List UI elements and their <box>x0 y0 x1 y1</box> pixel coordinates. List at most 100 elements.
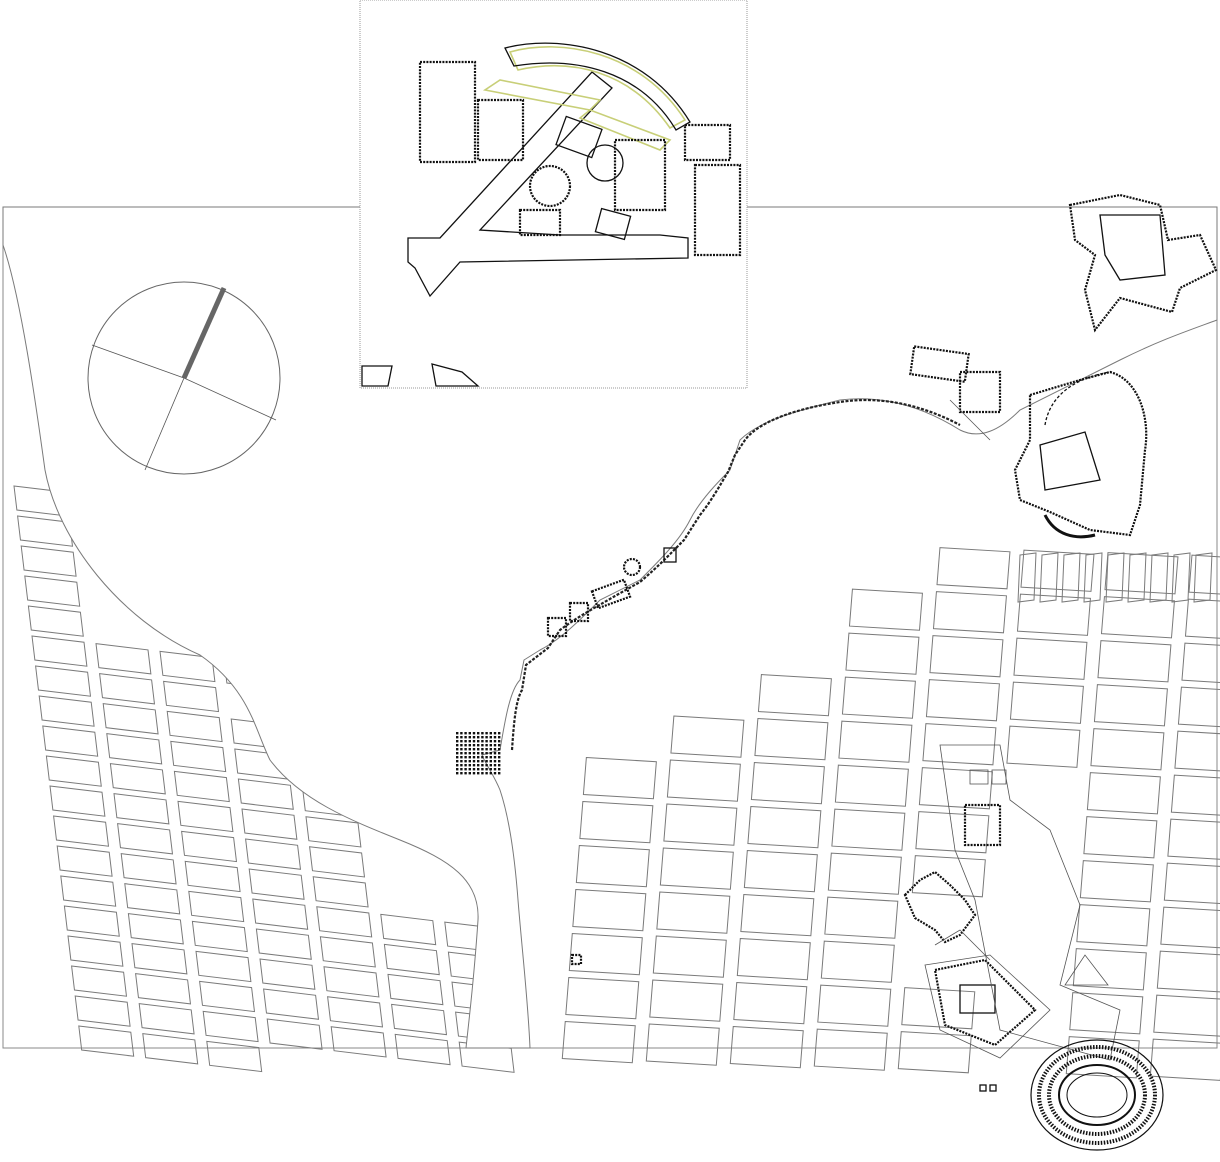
column-dot <box>481 764 484 767</box>
city-block <box>383 943 440 976</box>
city-block <box>117 823 174 855</box>
column-dot <box>460 732 463 735</box>
column-dot <box>481 732 484 735</box>
column-dot <box>489 752 492 755</box>
city-block <box>1086 772 1161 815</box>
column-dot <box>489 764 492 767</box>
city-block <box>1167 818 1220 860</box>
small-monuments <box>570 953 997 1092</box>
column-dot <box>456 748 459 751</box>
column-dot <box>460 760 463 763</box>
column-dot <box>464 764 467 767</box>
column-dot <box>460 772 463 775</box>
column-dot <box>477 756 480 759</box>
city-block <box>330 1026 387 1058</box>
city-block <box>1181 642 1220 683</box>
city-block <box>1097 640 1172 683</box>
column-dot <box>468 752 471 755</box>
column-dot <box>481 748 484 751</box>
column-dot <box>477 752 480 755</box>
amphitheatre-icon <box>1030 1039 1164 1151</box>
column-dot <box>456 764 459 767</box>
city-block <box>109 763 166 795</box>
city-block <box>71 965 128 997</box>
column-dot <box>468 744 471 747</box>
city-block <box>163 680 220 713</box>
column-dot <box>456 756 459 759</box>
column-dot <box>489 736 492 739</box>
city-block <box>1105 552 1125 603</box>
column-dot <box>485 748 488 751</box>
column-dot <box>464 736 467 739</box>
column-dot <box>498 748 501 751</box>
city-block <box>120 853 177 885</box>
column-dot <box>493 736 497 739</box>
column-dot <box>481 744 484 747</box>
city-block <box>170 740 227 773</box>
city-block <box>387 973 444 1006</box>
column-dot <box>489 744 492 747</box>
city-block <box>391 1003 448 1036</box>
city-block <box>102 703 159 735</box>
city-block <box>74 995 131 1027</box>
column-dot <box>477 744 480 747</box>
city-block <box>838 720 913 763</box>
column-dot <box>472 752 476 755</box>
city-block <box>645 1023 720 1066</box>
city-block <box>1156 950 1220 993</box>
city-block <box>1083 816 1158 859</box>
city-block <box>173 770 230 803</box>
city-block <box>1100 596 1175 639</box>
city-block <box>1171 552 1191 603</box>
column-dot <box>460 736 463 739</box>
city-block <box>575 844 650 888</box>
column-dot <box>468 732 471 735</box>
city-block <box>42 725 99 757</box>
city-block <box>1127 552 1147 603</box>
city-block <box>754 718 829 761</box>
column-dot <box>472 732 476 735</box>
city-block <box>17 515 74 547</box>
column-dot <box>485 756 488 759</box>
column-dot <box>477 772 480 775</box>
column-dot <box>485 736 488 739</box>
city-block <box>188 890 245 923</box>
column-dot <box>485 772 488 775</box>
column-dot <box>472 744 476 747</box>
city-block <box>138 1003 195 1035</box>
column-dot <box>477 732 480 735</box>
city-block <box>565 976 640 1020</box>
city-block <box>255 928 312 960</box>
city-block <box>20 545 77 577</box>
column-dot <box>464 760 467 763</box>
city-block <box>1188 554 1220 595</box>
city-block <box>177 800 234 833</box>
city-block <box>1006 725 1081 768</box>
column-dot <box>493 748 497 751</box>
city-block <box>841 676 916 719</box>
city-block <box>649 979 724 1022</box>
city-block <box>929 635 1004 678</box>
city-block <box>60 875 117 907</box>
city-block <box>394 1033 451 1066</box>
column-dot <box>468 768 471 771</box>
column-dot <box>472 748 476 751</box>
city-block <box>652 935 727 978</box>
column-dot <box>481 760 484 763</box>
column-dot <box>489 748 492 751</box>
column-dot <box>456 732 459 735</box>
column-dot <box>489 760 492 763</box>
column-dot <box>489 732 492 735</box>
city-block <box>1016 593 1091 636</box>
city-block <box>1061 552 1081 603</box>
column-dot <box>498 744 501 747</box>
city-block <box>1163 862 1220 904</box>
city-block <box>252 898 309 930</box>
column-dot <box>472 740 476 743</box>
city-block <box>820 940 895 983</box>
city-block <box>670 715 745 758</box>
column-dot <box>481 736 484 739</box>
column-dot <box>493 752 497 755</box>
temple-complex-icon <box>903 870 1051 1059</box>
